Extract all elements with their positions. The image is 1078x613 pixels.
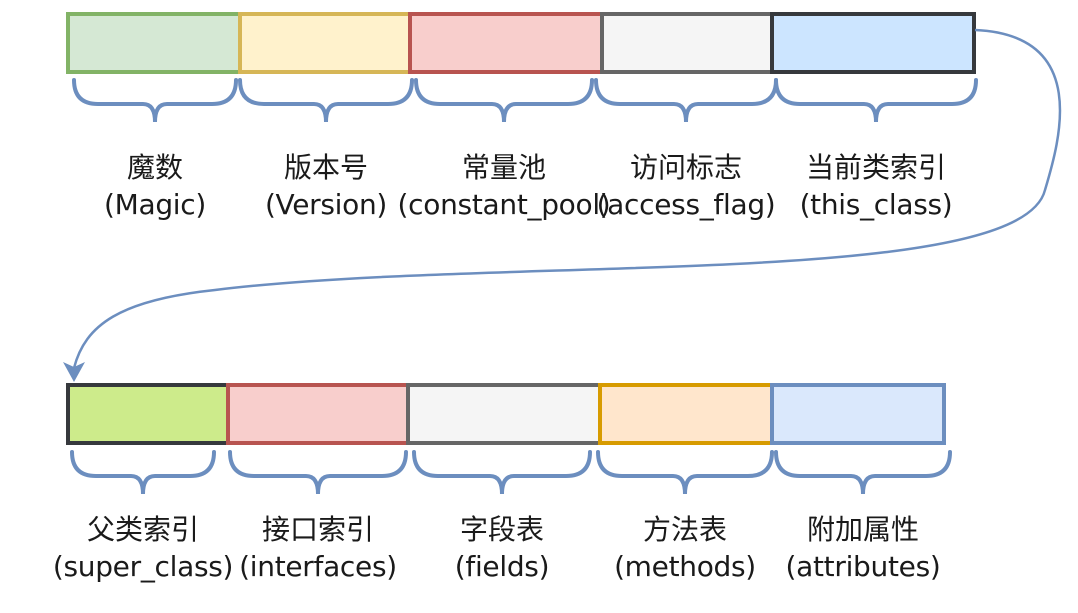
access-flag-brace — [594, 78, 778, 123]
methods-label: 方法表 (methods) — [575, 512, 795, 586]
version-segment — [238, 12, 412, 74]
super-class-en-label: (super_class) — [52, 550, 234, 583]
super-class-segment — [66, 383, 230, 445]
version-brace — [238, 78, 414, 123]
version-label: 版本号 (Version) — [216, 150, 436, 224]
attributes-zh-label: 附加属性 — [806, 513, 919, 546]
access-flag-en-label: (access_flag) — [596, 188, 776, 221]
version-en-label: (Version) — [264, 188, 388, 221]
this-class-zh-label: 当前类索引 — [805, 151, 946, 184]
attributes-label: 附加属性 (attributes) — [753, 512, 973, 586]
version-zh-label: 版本号 — [283, 151, 368, 184]
this-class-brace — [774, 78, 978, 123]
constant-pool-zh-label: 常量池 — [461, 151, 546, 184]
super-class-label: 父类索引 (super_class) — [33, 512, 253, 586]
fields-label: 字段表 (fields) — [392, 512, 612, 586]
connector-arrowhead — [63, 362, 85, 382]
attributes-brace — [774, 450, 952, 495]
methods-zh-label: 方法表 — [642, 513, 727, 546]
interfaces-brace — [228, 450, 408, 495]
super-class-brace — [70, 450, 216, 495]
flow-connector-arrow — [72, 28, 1062, 369]
this-class-en-label: (this_class) — [799, 188, 953, 221]
constant-pool-brace — [414, 78, 594, 123]
interfaces-segment — [226, 383, 410, 445]
interfaces-en-label: (interfaces) — [239, 550, 397, 583]
magic-brace — [72, 78, 238, 123]
fields-zh-label: 字段表 — [459, 513, 544, 546]
constant-pool-segment — [408, 12, 604, 74]
access-flag-label: 访问标志 (access_flag) — [576, 150, 796, 224]
this-class-segment — [770, 12, 976, 74]
super-class-zh-label: 父类索引 — [86, 513, 199, 546]
fields-segment — [406, 383, 602, 445]
constant-pool-label: 常量池 (constant_pool) — [394, 150, 614, 224]
access-flag-zh-label: 访问标志 — [629, 151, 742, 184]
methods-en-label: (methods) — [614, 550, 756, 583]
attributes-en-label: (attributes) — [785, 550, 941, 583]
interfaces-label: 接口索引 (interfaces) — [208, 512, 428, 586]
access-flag-segment — [600, 12, 774, 74]
magic-en-label: (Magic) — [103, 188, 206, 221]
magic-segment — [66, 12, 242, 74]
this-class-label: 当前类索引 (this_class) — [766, 150, 986, 224]
methods-segment — [598, 383, 774, 445]
interfaces-zh-label: 接口索引 — [261, 513, 374, 546]
magic-label: 魔数 (Magic) — [45, 150, 265, 224]
methods-brace — [596, 450, 774, 495]
fields-en-label: (fields) — [454, 550, 550, 583]
magic-zh-label: 魔数 — [126, 151, 183, 184]
fields-brace — [412, 450, 592, 495]
attributes-segment — [770, 383, 946, 445]
constant-pool-en-label: (constant_pool) — [397, 188, 611, 221]
